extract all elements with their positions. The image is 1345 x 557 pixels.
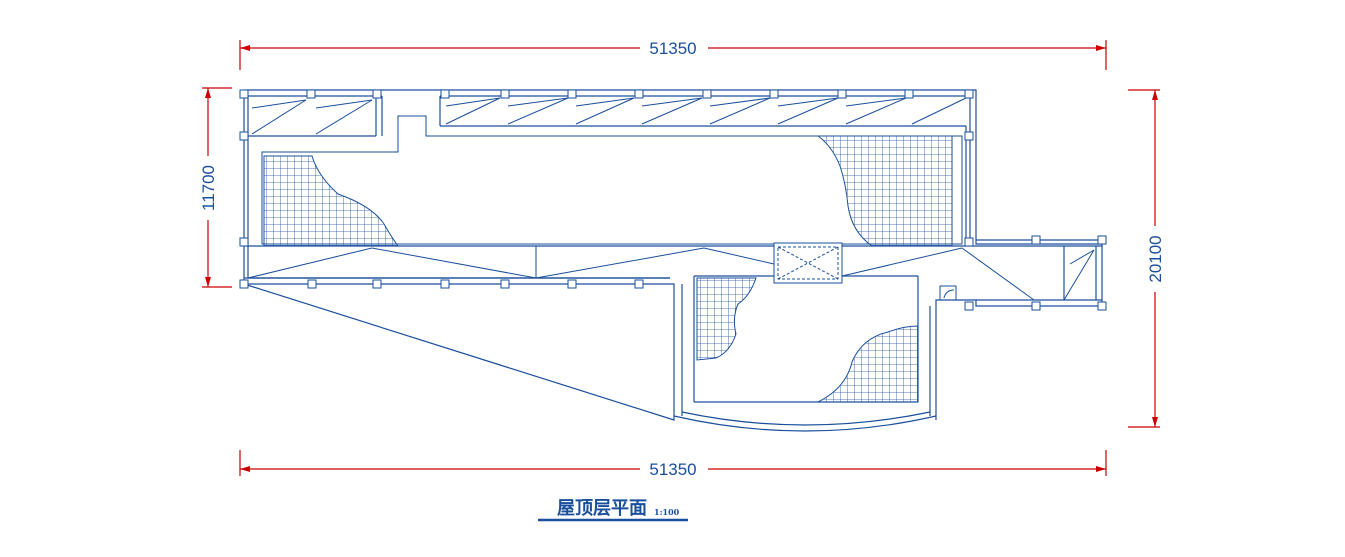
drawing-title: 屋顶层平面: [557, 498, 647, 519]
hatch-lower-right: [817, 325, 919, 403]
dimension-top: [239, 40, 1107, 70]
skylight-box: [773, 242, 843, 284]
dimension-left: [202, 87, 232, 288]
hatch-lower-left: [696, 277, 757, 361]
drawing-scale: 1:100: [654, 507, 680, 517]
roof-outline: [243, 89, 1103, 432]
dimension-left-label: 11700: [199, 165, 218, 211]
dimension-right: [1128, 89, 1160, 428]
hatch-left-upper: [263, 155, 399, 247]
dimension-bottom-label: 51350: [649, 460, 696, 479]
dimension-right-label: 20100: [1146, 235, 1165, 282]
column-markers: [239, 89, 1107, 311]
roof-slope-lines: [247, 97, 1095, 301]
hatch-right-upper: [816, 135, 953, 247]
vent-detail: [939, 285, 957, 301]
dimension-bottom: [239, 450, 1107, 476]
dimension-top-label: 51350: [649, 39, 696, 58]
